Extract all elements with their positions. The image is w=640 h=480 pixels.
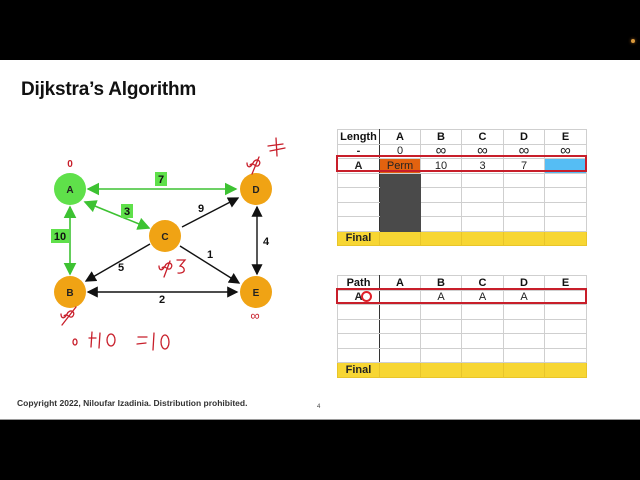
weight-a-c: 3 (124, 206, 130, 218)
slide-title: Dijkstra’s Algorithm (21, 79, 197, 100)
edge-a-c (83, 200, 151, 230)
table-row-current: A A A A (337, 289, 587, 305)
table-row (337, 318, 587, 334)
table-row: - 0 ∞ ∞ ∞ ∞ (337, 144, 587, 159)
node-b: B (54, 276, 86, 308)
svg-text:C: C (161, 232, 168, 243)
svg-text:E: E (253, 288, 260, 299)
final-row: Final (337, 362, 587, 378)
table-row (337, 304, 587, 320)
node-d: D (240, 173, 272, 205)
weight-c-e: 1 (207, 249, 213, 261)
edge-c-e (179, 245, 241, 284)
weight-b-e: 2 (159, 294, 165, 306)
weight-c-b: 5 (118, 262, 124, 274)
handwritten-annotations (60, 137, 286, 351)
node-e: E (240, 276, 272, 308)
length-table-header: Length A B C D E (337, 129, 587, 145)
edge-c-b (84, 243, 151, 282)
table-row (337, 333, 587, 349)
svg-text:D: D (252, 185, 259, 196)
table-row (337, 201, 587, 217)
weight-c-d: 9 (198, 203, 204, 215)
node-c: C (149, 220, 181, 252)
dist-label-a: 0 (67, 159, 73, 170)
weight-d-e: 4 (263, 236, 270, 248)
length-table: Length A B C D E - 0 ∞ ∞ ∞ ∞ A Perm 10 3… (337, 129, 587, 246)
camera-indicator-icon (631, 39, 635, 43)
table-row-current: A Perm 10 3 7 (337, 158, 587, 174)
table-row (337, 347, 587, 363)
copyright-text: Copyright 2022, Niloufar Izadinia. Distr… (17, 398, 248, 408)
table-row (337, 216, 587, 232)
svg-text:B: B (66, 288, 73, 299)
path-table: Path A B C D E A A A A Final (337, 275, 587, 378)
weight-a-b: 10 (54, 231, 66, 243)
path-table-header: Path A B C D E (337, 275, 587, 291)
page-number: 4 (317, 404, 321, 410)
edge-c-d (181, 197, 240, 228)
graph-diagram: 7 3 10 9 5 1 4 2 A B C D E 0 ∞ (51, 137, 286, 351)
pointer-marker-icon (361, 291, 372, 302)
weight-a-d: 7 (158, 174, 164, 186)
table-row (337, 187, 587, 203)
dist-label-e: ∞ (250, 308, 259, 323)
final-row: Final (337, 230, 587, 246)
slide: Dijkstra’s Algorithm 7 3 10 9 5 1 4 2 A … (0, 60, 640, 420)
table-row (337, 172, 587, 188)
perm-cell: Perm (379, 158, 421, 174)
current-cell (544, 158, 587, 174)
svg-text:A: A (66, 185, 73, 196)
node-a: A (54, 173, 86, 205)
